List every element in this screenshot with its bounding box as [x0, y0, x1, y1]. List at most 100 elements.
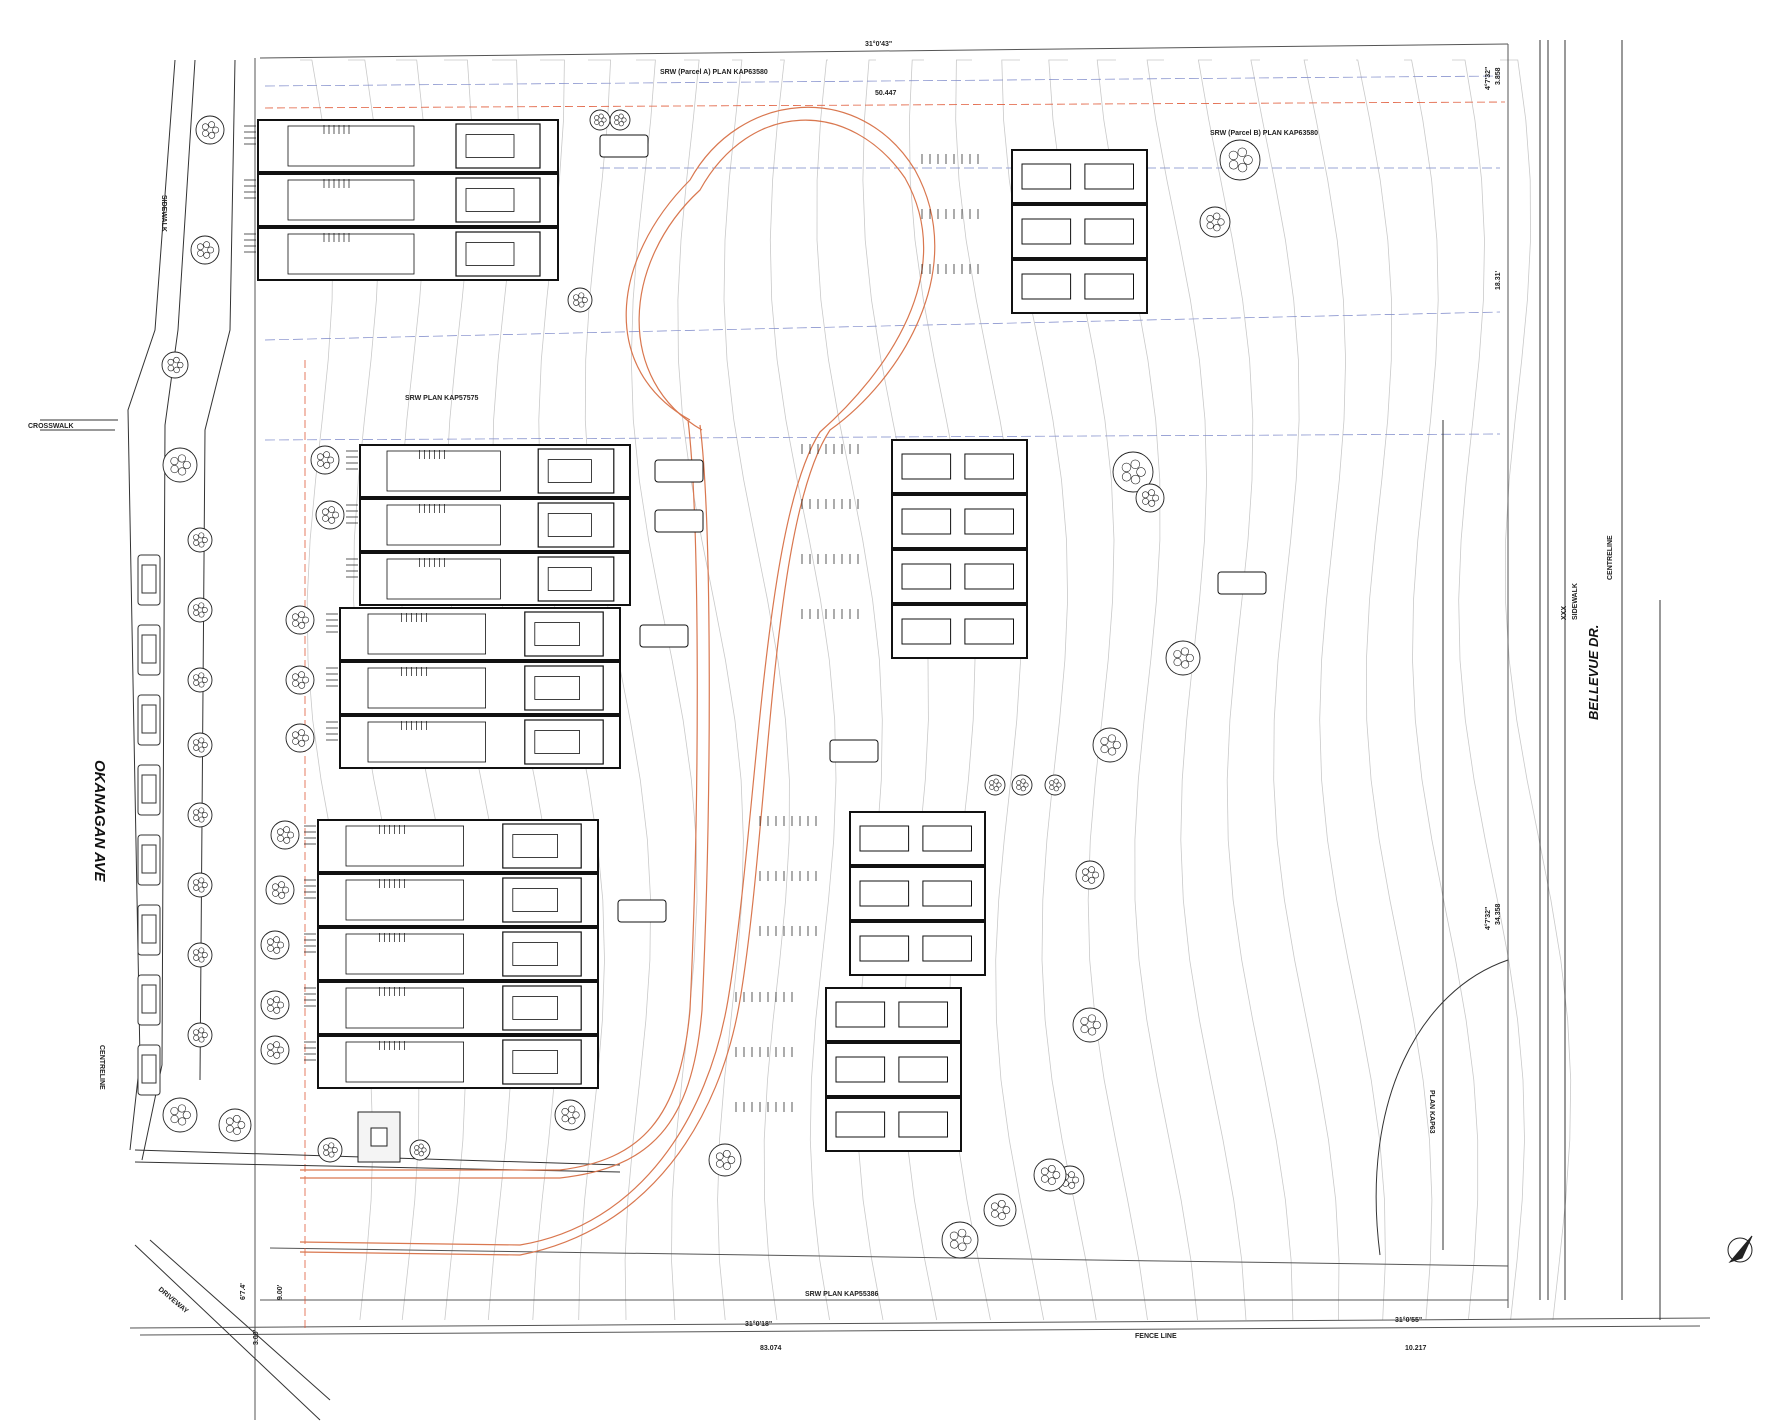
tree-leaf: [298, 671, 305, 679]
garage-outline: [825, 987, 962, 1042]
tree-leaf: [621, 117, 627, 123]
tree-leaf: [202, 123, 209, 131]
tree-leaf: [1002, 1206, 1011, 1214]
tree-leaf: [1082, 868, 1089, 876]
tree-icon: [589, 109, 611, 131]
tree-icon: [187, 597, 213, 623]
srw-b-label: SRW (Parcel B) PLAN KAP63580: [1210, 130, 1318, 137]
garage-bay: [455, 231, 541, 277]
tree-canopy: [1033, 1158, 1067, 1192]
tree-leaf: [225, 1117, 234, 1126]
street-car: [137, 764, 161, 816]
tree-leaf: [170, 1115, 179, 1124]
tree-leaf: [283, 826, 290, 834]
tree-leaf: [193, 884, 200, 891]
tree-leaf: [287, 831, 294, 839]
car-icon: [465, 242, 515, 266]
garage-car-right: [922, 880, 973, 907]
tree-leaf: [202, 129, 209, 137]
tree-leaf: [201, 812, 208, 818]
garage-car-left: [901, 563, 952, 590]
garage-outline: [825, 1097, 962, 1152]
tree-leaf: [958, 1242, 967, 1252]
tree-icon: [567, 287, 593, 313]
contour-line: [630, 59, 698, 1321]
centreline-east-label: CENTRELINE: [1607, 535, 1614, 580]
tree-leaf: [572, 1111, 580, 1119]
tree-icon: [187, 667, 213, 693]
tree-leaf: [201, 882, 208, 888]
tree-leaf: [614, 115, 620, 121]
tree-leaf: [178, 1117, 187, 1126]
tree-leaf: [1108, 747, 1117, 756]
parked-car: [639, 624, 689, 648]
tree-icon: [1044, 774, 1066, 796]
garage-unit: [921, 259, 1148, 314]
tree-canopy: [409, 1139, 431, 1161]
right-top-length-label: 3.858: [1495, 67, 1502, 85]
garage-outline: [849, 811, 986, 866]
garage-car-left: [1021, 273, 1072, 300]
tree-canopy: [285, 665, 315, 695]
tree-leaf: [193, 814, 200, 821]
garage-outline: [825, 1042, 962, 1097]
garage-car-right: [922, 825, 973, 852]
tree-leaf: [273, 946, 281, 954]
tree-canopy: [190, 235, 220, 265]
tree-leaf: [568, 1105, 576, 1113]
garage-outline: [891, 494, 1028, 549]
tree-leaf: [167, 358, 174, 366]
tree-leaf: [198, 672, 205, 679]
tree-leaf: [193, 954, 200, 961]
tree-leaf: [1136, 467, 1146, 477]
tree-canopy: [1044, 774, 1066, 796]
tree-icon: [1011, 774, 1033, 796]
tree-leaf: [198, 877, 205, 884]
tree-icon: [260, 930, 290, 960]
tree-leaf: [267, 1043, 274, 1051]
tree-leaf: [723, 1162, 731, 1170]
garage-unit: [759, 811, 986, 866]
tree-leaf: [317, 459, 324, 467]
tree-leaf: [198, 681, 205, 688]
fence-line-label: FENCE LINE: [1135, 1333, 1177, 1340]
tree-leaf: [328, 1151, 335, 1158]
tree-icon: [187, 802, 213, 828]
okanagan-ave-label: OKANAGAN AVE: [91, 760, 108, 883]
top-bearing-label: 31°0'43": [865, 40, 892, 48]
tree-leaf: [193, 679, 200, 686]
tree-leaf: [328, 1142, 335, 1149]
tree-leaf: [1020, 786, 1026, 792]
tree-leaf: [1023, 782, 1029, 788]
sidewalk-east-label: SIDEWALK: [1572, 583, 1579, 620]
tree-icon: [285, 605, 315, 635]
tree-leaf: [949, 1240, 959, 1249]
car-icon: [547, 567, 592, 591]
tree-leaf: [1053, 778, 1059, 784]
tree-leaf: [278, 891, 286, 899]
tree-leaf: [201, 742, 208, 748]
tree-leaf: [208, 121, 215, 129]
garage-car-left: [859, 825, 910, 852]
tree-leaf: [1048, 1177, 1056, 1185]
garage-car-left: [835, 1001, 886, 1028]
tree-leaf: [277, 1046, 284, 1054]
tree-canopy: [1219, 139, 1261, 181]
tree-canopy: [260, 1035, 290, 1065]
tree-leaf: [193, 1034, 200, 1041]
street-car: [137, 1044, 161, 1096]
garage-car-right: [964, 453, 1015, 480]
tree-leaf: [182, 460, 191, 470]
tree-leaf: [1228, 150, 1239, 161]
garage-unit: [735, 987, 962, 1042]
tree-leaf: [1121, 462, 1132, 473]
tree-canopy: [1165, 640, 1201, 676]
tree-leaf: [1243, 155, 1253, 165]
tree-leaf: [177, 1104, 186, 1113]
tree-leaf: [618, 113, 624, 119]
garage-unit: [759, 866, 986, 921]
unit-room: [386, 450, 501, 492]
townhouse-unit: [326, 661, 621, 715]
tree-leaf: [198, 737, 205, 744]
tree-canopy: [285, 605, 315, 635]
